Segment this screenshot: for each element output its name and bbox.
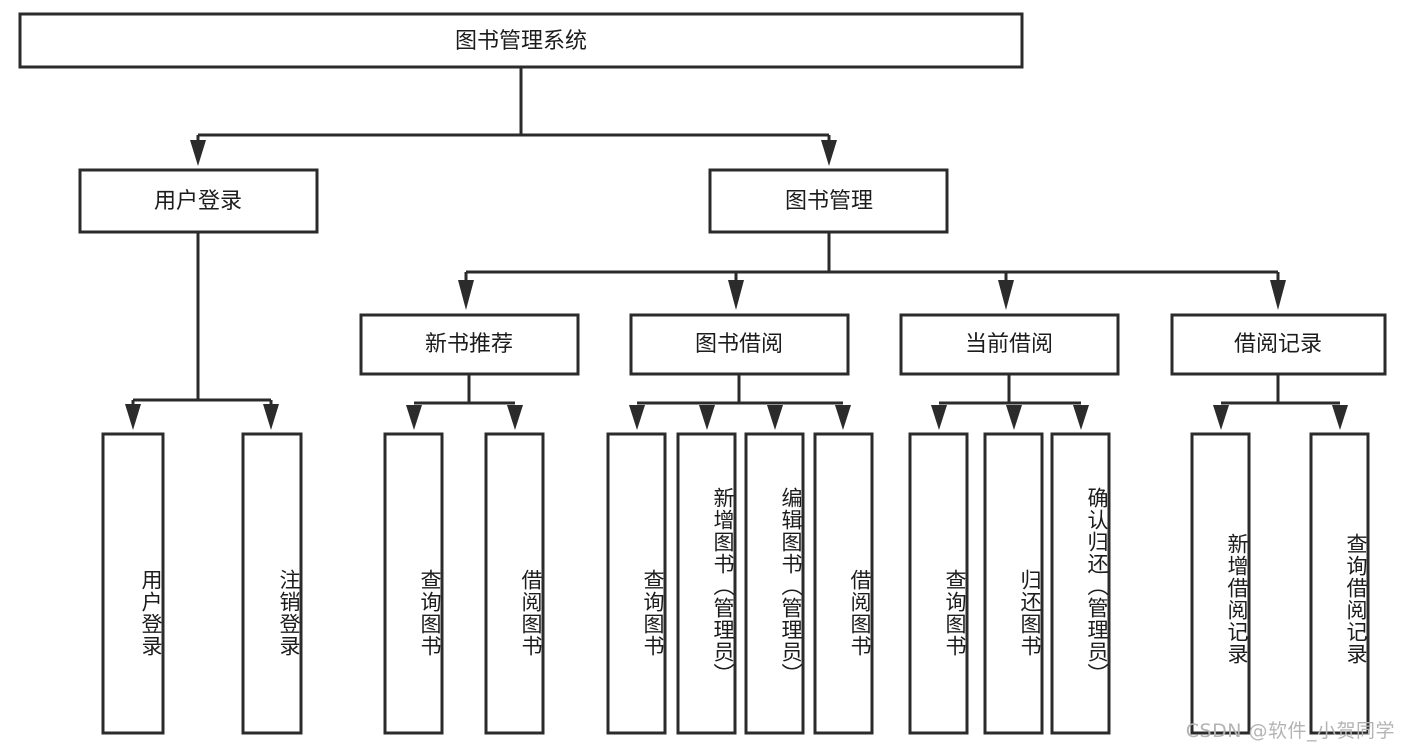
connector-group-book-borrow-to-leaves [629,374,851,430]
node-current-borrow[interactable]: 当前借阅 [899,313,1120,376]
leaf-box-add-borrow-record[interactable] [1190,432,1251,735]
leaf-box-borrow-book-recommend[interactable] [484,432,545,735]
node-borrow-record[interactable]: 借阅记录 [1170,313,1387,376]
node-user-login-box[interactable] [78,168,319,234]
connector-group-user-login-to-leaves [125,232,279,430]
leaf-box-query-book-current[interactable] [908,432,969,735]
arrow-head-bm-book-borrow [728,280,744,310]
node-new-book-recommend-label: 新书推荐 [425,332,513,357]
leaf-box-edit-book-admin[interactable] [744,432,805,735]
arrow-head-root-to-book-management [821,140,837,166]
leaf-box-add-book-admin[interactable] [676,432,737,735]
leaf-box-user-login[interactable] [101,432,165,735]
arrow-head-root-to-user-login [190,140,206,166]
leaf-box-query-book-recommend[interactable] [383,432,444,735]
arrow-head-nbr-leaf-2 [507,405,523,430]
connector-group-borrow-record-to-leaves [1213,374,1348,430]
node-book-management-box[interactable] [708,168,949,234]
node-current-borrow-label: 当前借阅 [965,332,1053,357]
node-current-borrow-box[interactable] [899,313,1120,376]
arrow-head-cb-leaf-3 [1073,405,1089,430]
node-book-borrow-label: 图书借阅 [695,332,783,357]
node-borrow-record-label: 借阅记录 [1234,332,1322,357]
arrow-head-bb-leaf-3 [767,405,783,430]
arrow-head-cb-leaf-1 [931,405,947,430]
arrow-head-user-login-leaf-1 [125,404,141,430]
node-root-box[interactable] [18,12,1024,69]
arrow-head-user-login-leaf-2 [263,404,279,430]
arrow-head-bb-leaf-1 [629,405,645,430]
node-book-management-label: 图书管理 [785,189,873,214]
arrow-head-bm-borrow-record [1270,280,1286,310]
arrow-head-bm-current-borrow [998,280,1014,310]
node-borrow-record-box[interactable] [1170,313,1387,376]
watermark-text: CSDN @软件_小贺同学 [1185,720,1395,742]
leaf-box-query-borrow-record[interactable] [1309,432,1370,735]
node-book-management[interactable]: 图书管理 [708,168,949,234]
arrow-head-bm-new-book-recommend [458,280,474,310]
node-user-login-label: 用户登录 [154,189,242,214]
arrow-head-cb-leaf-2 [1006,405,1022,430]
arrow-head-nbr-leaf-1 [406,405,422,430]
arrow-head-br-leaf-1 [1213,405,1229,430]
leaf-boxes [101,432,1370,735]
connector-group-new-book-recommend-to-leaves [406,374,523,430]
leaf-box-borrow-book[interactable] [813,432,874,735]
node-new-book-recommend-box[interactable] [359,313,580,376]
leaf-box-logout-login[interactable] [241,432,303,735]
node-root[interactable]: 图书管理系统 [18,12,1024,69]
leaf-box-confirm-return-admin[interactable] [1050,432,1111,735]
connector-group-root-to-level2 [190,67,837,166]
node-book-borrow[interactable]: 图书借阅 [629,313,850,376]
arrow-head-br-leaf-2 [1332,405,1348,430]
node-new-book-recommend[interactable]: 新书推荐 [359,313,580,376]
arrow-head-bb-leaf-2 [699,405,715,430]
leaf-box-query-book-borrow[interactable] [606,432,667,735]
arrow-head-bb-leaf-4 [835,405,851,430]
node-user-login[interactable]: 用户登录 [78,168,319,234]
connector-group-book-management-to-level3 [458,232,1286,310]
node-root-label: 图书管理系统 [455,29,587,54]
connector-group-current-borrow-to-leaves [931,374,1089,430]
leaf-box-return-book[interactable] [983,432,1044,735]
node-book-borrow-box[interactable] [629,313,850,376]
